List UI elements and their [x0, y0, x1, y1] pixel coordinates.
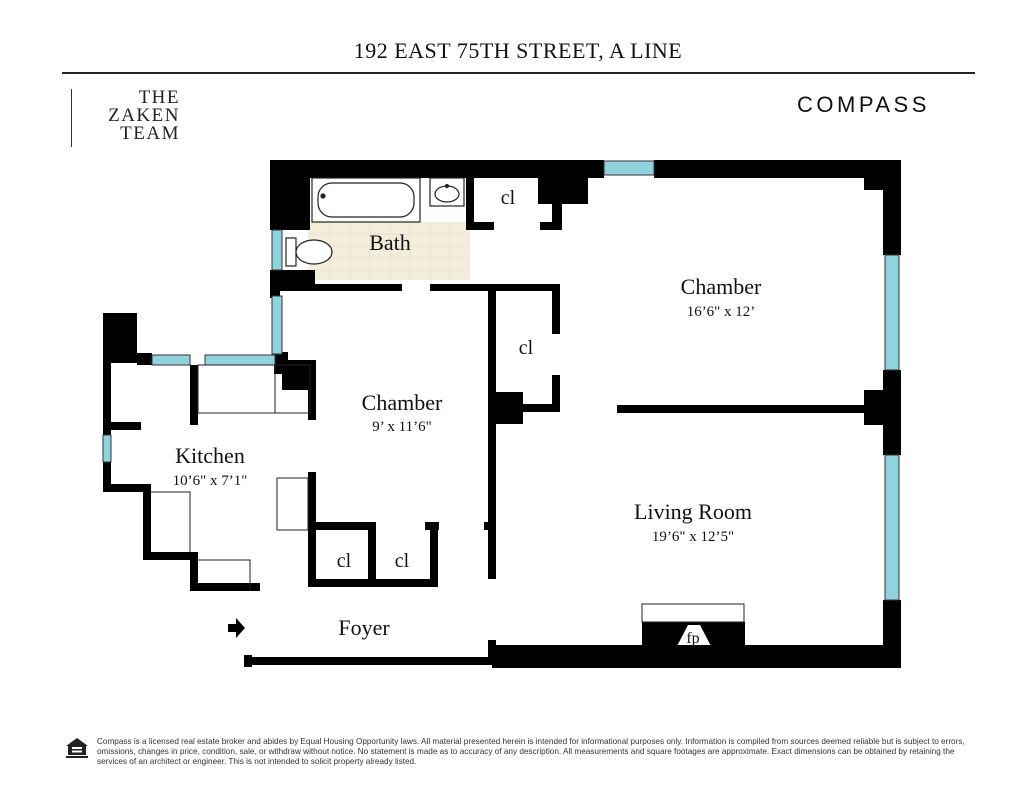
room-label-fireplace: fp	[686, 630, 699, 647]
room-label-closet-foyer-2: cl	[395, 550, 410, 572]
room-dim-kitchen: 10’6" x 7’1"	[173, 473, 248, 489]
room-dim-living: 19’6" x 12’5"	[652, 529, 734, 545]
windows	[102, 160, 900, 601]
bathtub	[311, 177, 421, 223]
room-dim-chamber-large: 16’6" x 12’	[687, 304, 756, 320]
room-label-foyer: Foyer	[338, 615, 390, 640]
bath-tile-grid	[308, 222, 470, 280]
room-label-closet-top: cl	[501, 187, 516, 209]
walls	[103, 160, 901, 668]
fireplace-hearth	[641, 603, 745, 623]
bath-tile-floor	[308, 222, 470, 280]
room-dim-chamber-small: 9’ x 11’6"	[372, 419, 431, 435]
toilet	[285, 237, 333, 267]
room-label-living: Living Room	[634, 499, 752, 524]
kitchen-counters	[151, 364, 311, 591]
room-label-kitchen: Kitchen	[175, 443, 245, 468]
title-divider	[62, 72, 975, 74]
entry-arrow-icon	[228, 618, 245, 638]
room-label-closet-foyer-1: cl	[337, 550, 352, 572]
legal-disclaimer: Compass is a licensed real estate broker…	[97, 737, 965, 766]
room-label-chamber-large: Chamber	[681, 274, 762, 299]
room-label-bath: Bath	[369, 230, 411, 255]
page-title: 192 EAST 75TH STREET, A LINE	[353, 38, 683, 63]
room-label-chamber-small: Chamber	[362, 390, 443, 415]
team-logo-line: TEAM	[120, 123, 180, 144]
room-label-closet-mid: cl	[519, 337, 534, 359]
team-logo-line: THE	[138, 87, 180, 108]
sink	[429, 177, 465, 207]
team-logo: THE ZAKEN TEAM	[71, 87, 180, 147]
brand-logo: COMPASS	[797, 92, 930, 117]
team-logo-line: ZAKEN	[108, 105, 180, 126]
equal-housing-icon	[66, 738, 88, 758]
